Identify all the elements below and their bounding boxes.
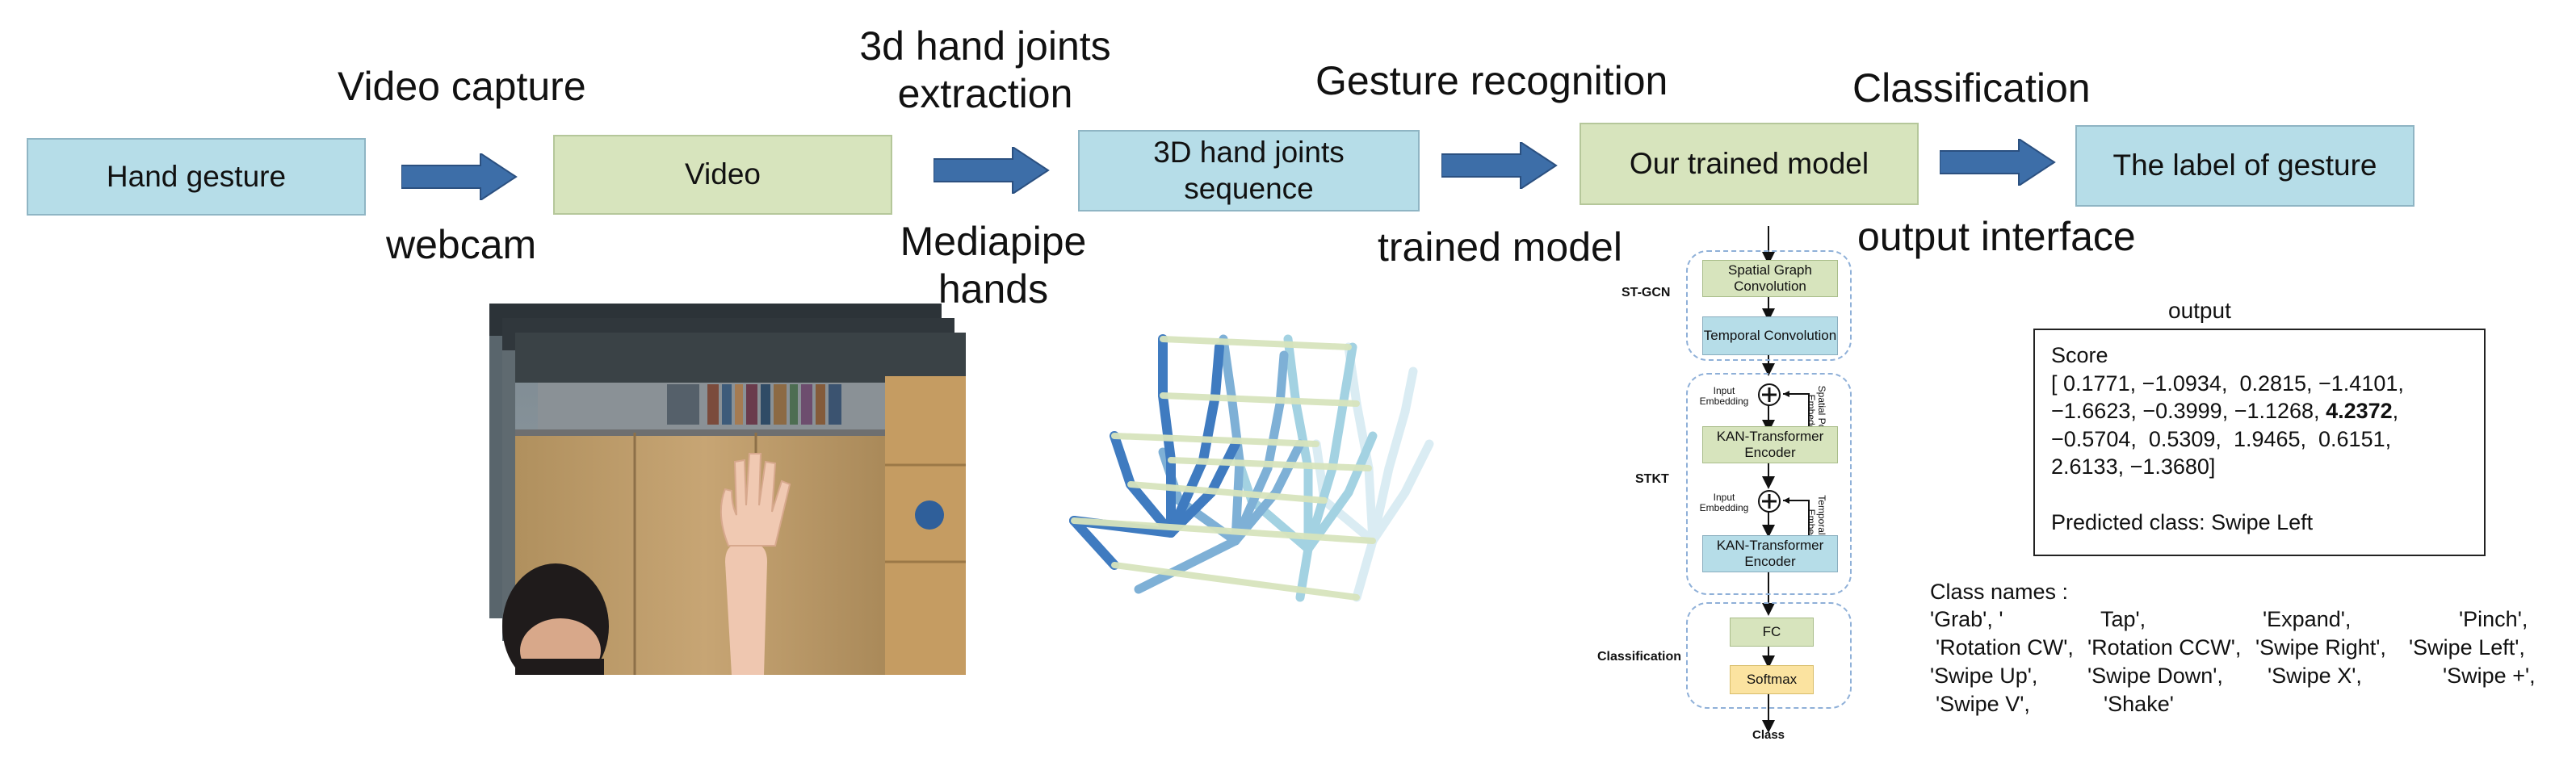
score-line-2a: −1.6623, −0.3999, −1.1268, bbox=[2051, 399, 2326, 424]
score-line-2b: , bbox=[2392, 399, 2399, 424]
class-output-label: Class bbox=[1752, 728, 1785, 742]
embedding-feedback-arrow-1 bbox=[1783, 391, 1810, 434]
class-name: 'Pinch', bbox=[2459, 607, 2528, 631]
label-joints-extraction: 3d hand joints extraction bbox=[859, 23, 1111, 116]
class-name: 'Swipe Up', bbox=[1930, 664, 2038, 688]
class-name: 'Grab', ' bbox=[1930, 607, 2003, 631]
score-max: 4.2372 bbox=[2326, 399, 2393, 424]
stage-trained-model: Our trained model bbox=[1580, 123, 1919, 205]
skeleton-graphic bbox=[1069, 334, 1434, 602]
input-embedding-label-1: Input Embedding bbox=[1699, 385, 1749, 408]
class-name: 'Swipe Right', bbox=[2255, 635, 2386, 660]
webcam-frames bbox=[489, 304, 966, 689]
temporal-conv-label: Temporal Convolution bbox=[1703, 327, 1837, 343]
st-gcn-block bbox=[1686, 250, 1852, 361]
class-name: 'Expand', bbox=[2263, 607, 2352, 631]
class-names-title: Class names : bbox=[1930, 580, 2069, 604]
score-line-2: −1.6623, −0.3999, −1.1268, 4.2372, bbox=[2051, 397, 2468, 425]
st-gcn-label: ST-GCN bbox=[1622, 286, 1671, 299]
fc-label: FC bbox=[1762, 623, 1781, 639]
add-icon bbox=[1758, 383, 1781, 406]
score-line-1: [ 0.1771, −1.0934, 0.2815, −1.4101, bbox=[2051, 371, 2404, 396]
label-trained-model: trained model bbox=[1378, 224, 1622, 270]
label-mediapipe: Mediapipe hands bbox=[900, 219, 1087, 312]
stage-trained-model-label: Our trained model bbox=[1629, 146, 1869, 180]
class-name: 'Rotation CCW', bbox=[2087, 635, 2242, 660]
classification-block bbox=[1686, 602, 1852, 709]
label-classification: Classification bbox=[1852, 65, 2091, 111]
hand-skeleton-sequence bbox=[1050, 323, 1454, 614]
fc-box: FC bbox=[1730, 618, 1814, 647]
stage-gesture-label-text: The label of gesture bbox=[2112, 149, 2377, 182]
spatial-graph-conv-label: Spatial Graph Convolution bbox=[1728, 262, 1812, 294]
output-box: Score [ 0.1771, −1.0934, 0.2815, −1.4101… bbox=[2033, 329, 2486, 556]
arrow-right-icon bbox=[1441, 142, 1558, 189]
kan-encoder-box-1: KAN-Transformer Encoder bbox=[1702, 426, 1838, 463]
class-name: 'Swipe Down', bbox=[2087, 664, 2223, 688]
classification-label: Classification bbox=[1597, 650, 1682, 664]
temporal-conv-box: Temporal Convolution bbox=[1702, 316, 1838, 355]
label-webcam: webcam bbox=[386, 222, 537, 267]
arrow-right-icon bbox=[933, 147, 1050, 194]
class-name: Tap', bbox=[2100, 607, 2146, 631]
softmax-label: Softmax bbox=[1746, 671, 1798, 687]
embedding-feedback-arrow-2 bbox=[1783, 497, 1810, 541]
class-name: 'Rotation CW', bbox=[1936, 635, 2074, 660]
arrow-right-icon bbox=[1940, 139, 2056, 186]
stage-hand-gesture-label: Hand gesture bbox=[106, 159, 287, 193]
class-name: 'Swipe Left', bbox=[2409, 635, 2525, 660]
spatial-graph-conv-box: Spatial Graph Convolution bbox=[1702, 260, 1838, 297]
score-line-3: −0.5704, 0.5309, 1.9465, 0.6151, bbox=[2051, 426, 2392, 451]
webcam-frame-image bbox=[489, 304, 966, 689]
stage-video-label: Video bbox=[685, 157, 761, 191]
stage-gesture-label: The label of gesture bbox=[2075, 125, 2414, 207]
arrow-right-icon bbox=[401, 153, 518, 200]
kan-encoder-box-2: KAN-Transformer Encoder bbox=[1702, 535, 1838, 572]
class-name: 'Swipe V', bbox=[1936, 692, 2030, 716]
stkt-label: STKT bbox=[1635, 472, 1669, 486]
class-name: 'Swipe +', bbox=[2443, 664, 2536, 688]
class-name: 'Swipe X', bbox=[2268, 664, 2362, 688]
stage-video: Video bbox=[553, 135, 892, 215]
stkt-block bbox=[1686, 373, 1852, 595]
output-title: output bbox=[2168, 298, 2231, 323]
class-name: 'Shake' bbox=[2104, 692, 2174, 716]
kan-encoder-label-2: KAN-Transformer Encoder bbox=[1716, 537, 1824, 569]
score-label: Score bbox=[2051, 343, 2108, 367]
softmax-box: Softmax bbox=[1730, 665, 1814, 694]
stage-hand-gesture: Hand gesture bbox=[27, 138, 366, 216]
kan-encoder-label-1: KAN-Transformer Encoder bbox=[1716, 428, 1824, 460]
label-video-capture: Video capture bbox=[338, 64, 586, 109]
predicted-class: Predicted class: Swipe Left bbox=[2051, 509, 2314, 534]
score-line-4: 2.6133, −1.3680] bbox=[2051, 454, 2216, 480]
label-output-interface: output interface bbox=[1857, 214, 2136, 259]
stage-joints-sequence: 3D hand joints sequence bbox=[1078, 130, 1420, 211]
input-embedding-label-2: Input Embedding bbox=[1699, 492, 1749, 514]
add-icon bbox=[1758, 490, 1781, 513]
stage-joints-sequence-label: 3D hand joints sequence bbox=[1153, 136, 1345, 205]
label-gesture-recognition: Gesture recognition bbox=[1315, 58, 1668, 103]
